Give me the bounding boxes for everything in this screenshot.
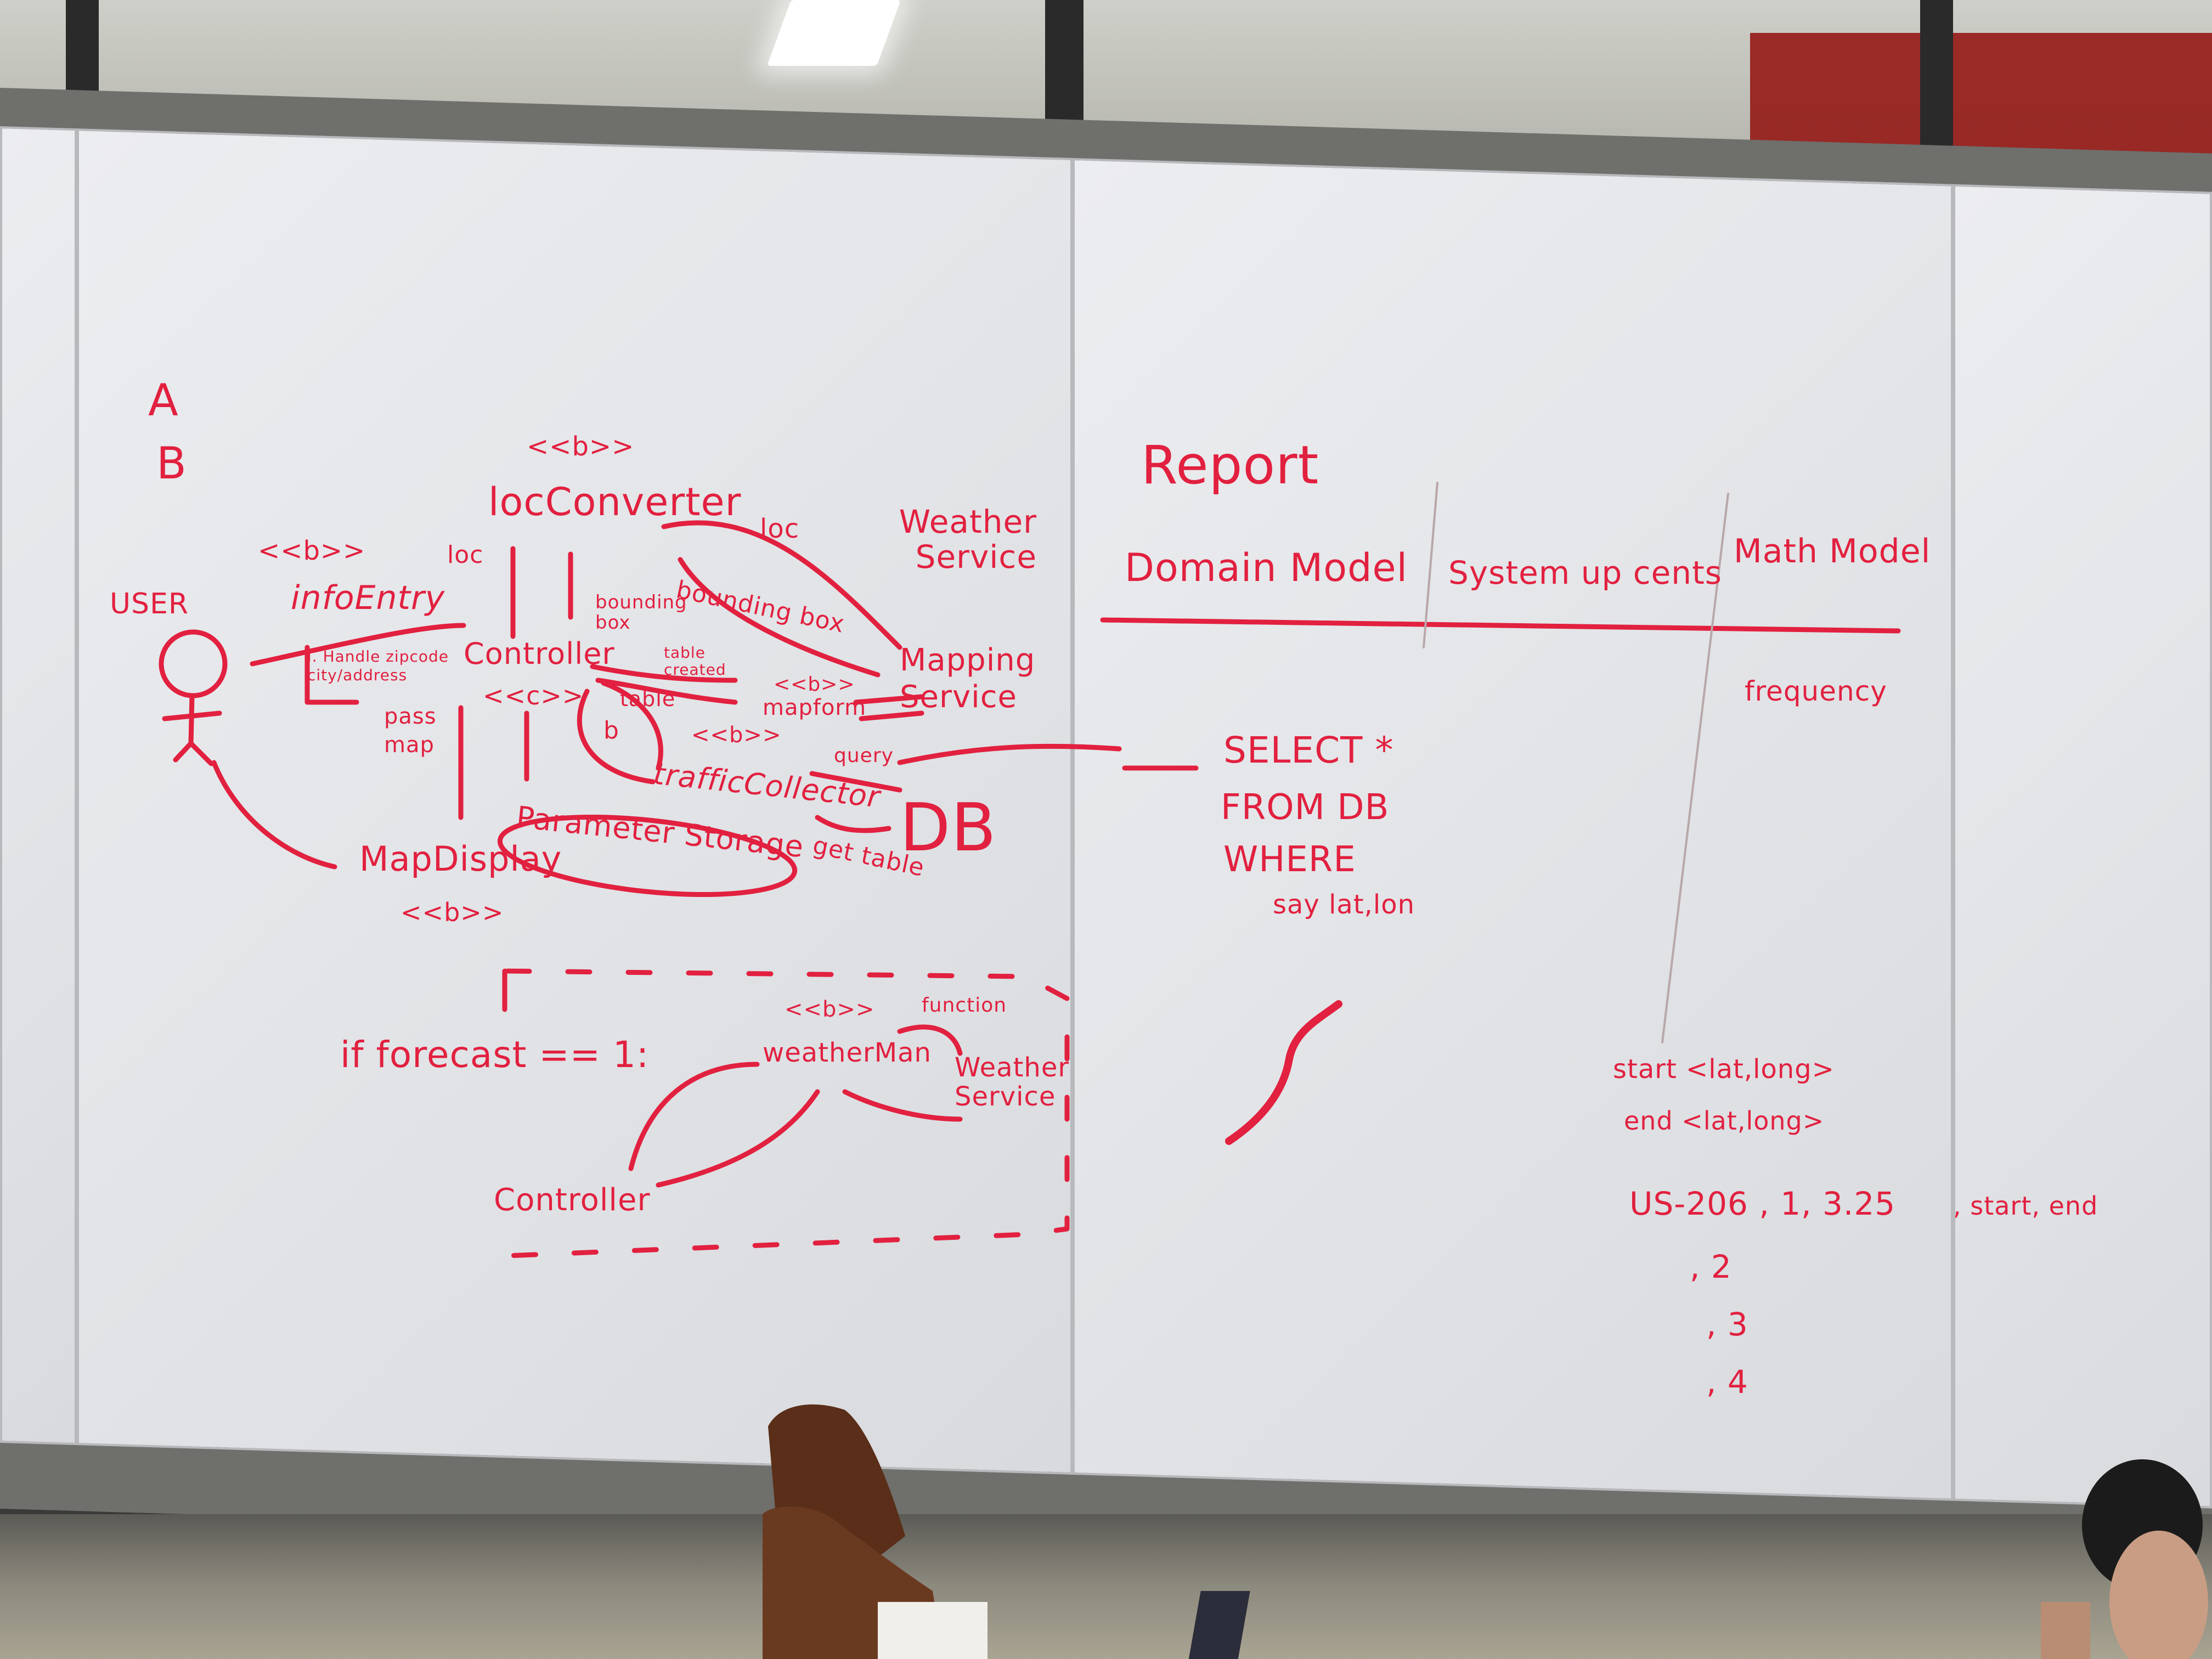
user-to-mapdisplay-line: [211, 760, 337, 870]
actor-legs-stroke: [173, 741, 214, 766]
mapform-to-mapping-arrow: [853, 694, 924, 705]
locconverter-stereotype: <<b>>: [527, 431, 635, 462]
edge-label-pass-map: pass map: [384, 704, 437, 758]
edge-label-bounding-box-short: bounding box: [595, 591, 687, 634]
locconverter-node: locConverter: [488, 479, 742, 524]
actor-body-stroke: [188, 693, 195, 746]
weatherman-to-weather-arrow: [897, 1024, 963, 1056]
bullet-frequency: frequency: [1745, 675, 1887, 707]
mapping-service-node: Mapping Service: [900, 642, 1036, 715]
infoentry-node: infoEntry: [291, 579, 445, 617]
column-domain-model: Domain Model: [1125, 545, 1408, 590]
forecast-box-dashes: [491, 968, 1070, 1259]
weatherman-to-controller-line: [656, 1089, 820, 1188]
edge-label-loc-right: loc: [760, 514, 800, 544]
edge-label-handle-input: i. Handle zipcode city/address: [307, 647, 449, 684]
controller-stereotype: <<c>>: [483, 681, 584, 710]
db-to-traffic-arrow: [815, 815, 891, 833]
weatherman-stereotype: <<b>>: [785, 997, 875, 1022]
edge-label-table-created: table created: [664, 644, 726, 679]
option-a: A: [148, 375, 179, 426]
mapform-to-controller-arrow: [595, 678, 738, 705]
route-row-4: , 4: [1706, 1363, 1748, 1401]
column-system-reqs: System up cents: [1448, 554, 1723, 591]
route-row-suffix: , start, end: [1953, 1191, 2098, 1221]
db-node: DB: [900, 790, 997, 866]
controller-to-mapform-arrow: [590, 664, 738, 683]
trafficcollector-stereotype: <<b>>: [691, 723, 782, 748]
column-math-model: Math Model: [1734, 532, 1931, 571]
report-title: Report: [1141, 435, 1319, 496]
traffic-to-db-arrow: [809, 771, 902, 793]
mapform-stereotype: <<b>>: [774, 673, 855, 696]
person: [2041, 1459, 2208, 1659]
weatherman-node: weatherMan: [763, 1037, 932, 1068]
marker-squiggle: [1225, 1000, 1342, 1145]
option-b: B: [156, 438, 187, 489]
mapping-to-locconverter-line: [678, 557, 881, 678]
report-header-underline: [1100, 617, 1901, 634]
actor-arms-stroke: [162, 710, 222, 721]
mapping-to-mapform-arrow: [859, 710, 924, 721]
edge-label-query: query: [834, 744, 894, 767]
db-to-select-line: [897, 743, 1122, 765]
weather-service-node: Weather Service: [899, 503, 1037, 575]
sql-from: FROM DB: [1221, 787, 1390, 828]
end-line: end <lat,long>: [1624, 1106, 1825, 1136]
edge-label-loc-left: loc: [447, 541, 484, 569]
mapdisplay-stereotype: <<b>>: [400, 898, 504, 927]
window-mullion: [66, 0, 99, 93]
route-row-3: , 3: [1706, 1306, 1748, 1343]
controller-to-weatherman-arrow: [628, 1062, 760, 1171]
parameter-storage-ellipse: [497, 814, 798, 898]
infoentry-stereotype: <<b>>: [258, 535, 366, 566]
sql-select: SELECT *: [1223, 729, 1394, 771]
weather-to-weatherman-arrow: [842, 1089, 963, 1122]
controller-to-traffic-arrow: [577, 689, 656, 785]
sql-condition: say lat,lon: [1273, 889, 1415, 920]
controller-node: Controller: [464, 636, 615, 671]
forecast-controller: Controller: [494, 1182, 651, 1218]
actor-head-stroke: [159, 629, 228, 698]
laptop: [1188, 1591, 1250, 1659]
edge-label-b: b: [603, 716, 619, 744]
sql-where: WHERE: [1223, 839, 1356, 880]
route-row-1: US-206 , 1, 3.25: [1629, 1185, 1896, 1222]
table-divider-2: [1661, 493, 1729, 1043]
forecast-weather-service: Weather Service: [955, 1052, 1070, 1112]
mapform-node: mapform: [763, 695, 867, 720]
traffic-to-controller-arrow: [601, 680, 663, 771]
forecast-condition: if forecast == 1:: [340, 1034, 650, 1076]
edge-label-table: table: [620, 687, 676, 711]
actor-label: USER: [110, 588, 189, 620]
locconverter-to-mapping-arrow: [661, 520, 902, 650]
start-line: start <lat,long>: [1613, 1054, 1835, 1085]
sock: [878, 1602, 988, 1659]
user-to-controller-arrow: [250, 623, 466, 667]
forecast-function-label: function: [922, 994, 1007, 1017]
table-divider-1: [1423, 482, 1438, 648]
route-row-2: , 2: [1690, 1248, 1732, 1285]
mapdisplay-node: MapDisplay: [359, 839, 562, 879]
floor: [0, 1514, 2212, 1659]
infoentry-to-controller-line: [304, 645, 359, 705]
